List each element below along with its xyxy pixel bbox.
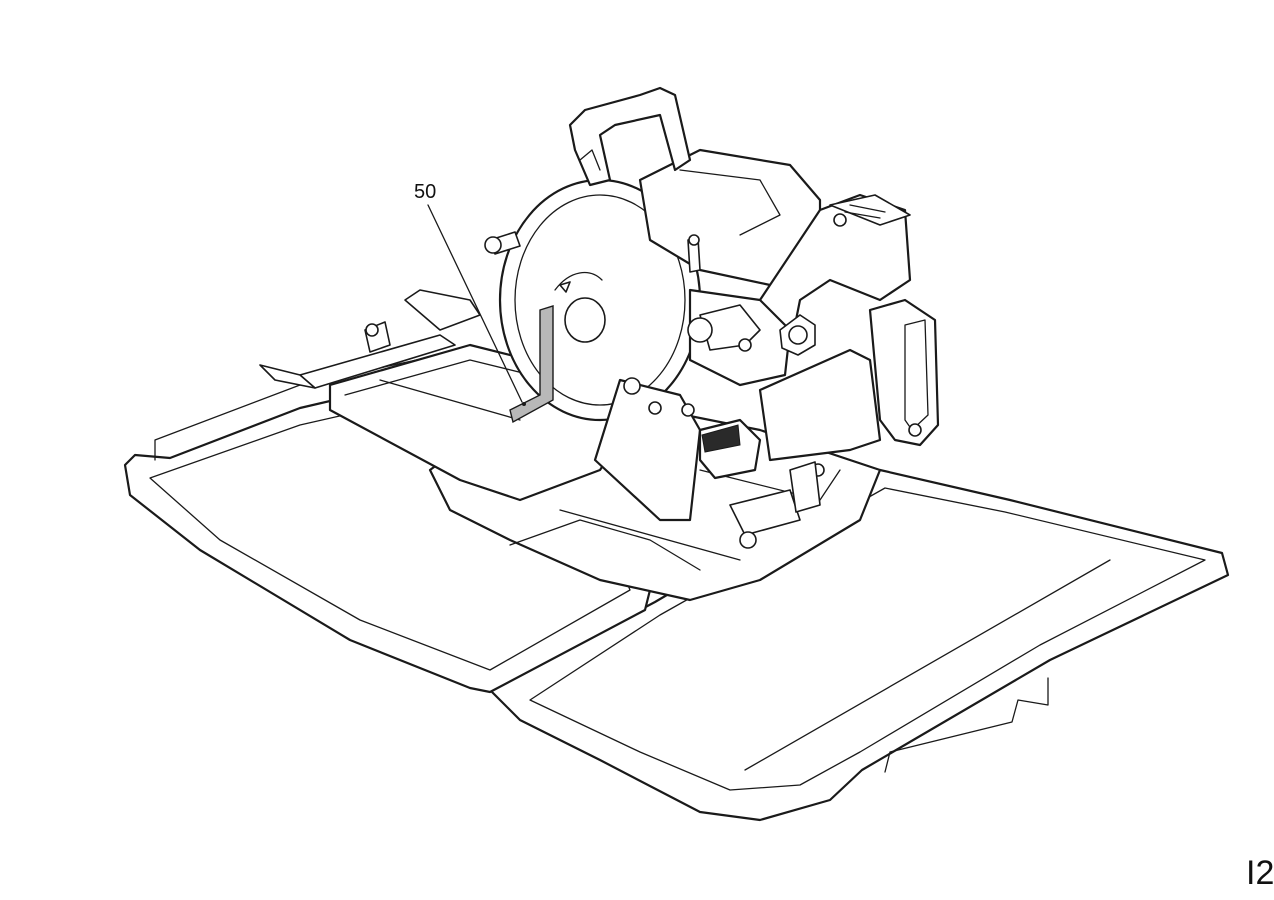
lower-guard-plate (593, 377, 702, 522)
tilt-arm (758, 193, 940, 462)
angle-square (509, 305, 554, 424)
cutting-head (687, 234, 816, 387)
page-number: I2 (1246, 854, 1274, 892)
callout-50: 50 (414, 181, 523, 403)
water-reservoir-bracket (698, 418, 821, 513)
motor-housing (568, 86, 822, 287)
callout-50-label: 50 (414, 181, 436, 203)
